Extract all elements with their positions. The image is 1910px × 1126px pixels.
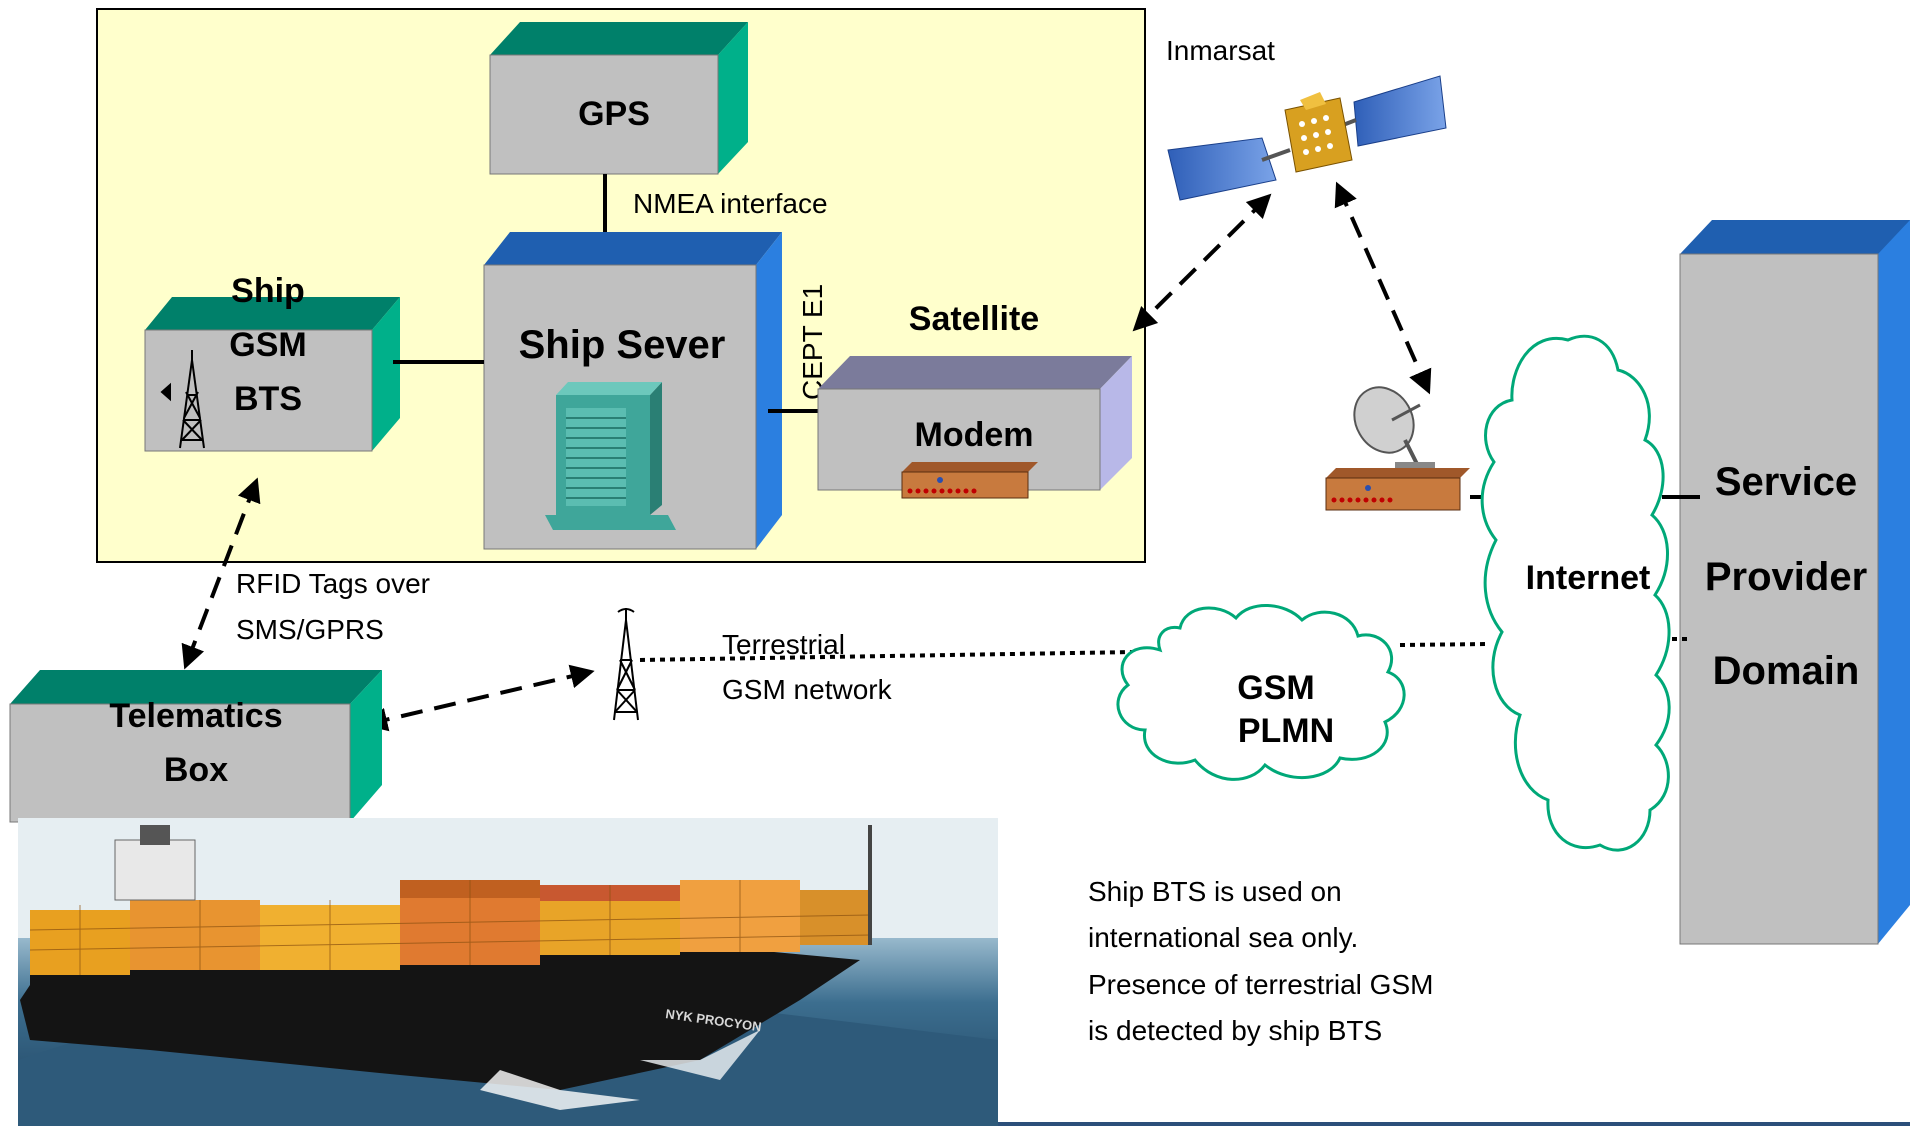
- gps-label: GPS: [578, 95, 650, 133]
- telematics-label-1: Telematics: [109, 697, 282, 735]
- satellite-modem-box: Satellite Modem: [817, 300, 1132, 499]
- nmea-label: NMEA interface: [633, 188, 828, 219]
- internet-cloud: Internet: [1480, 334, 1671, 852]
- server-tower-icon: [545, 382, 676, 530]
- telematics-tower-link: [363, 664, 595, 732]
- terrestrial-tower-icon: [613, 608, 639, 721]
- containers: [29, 880, 871, 975]
- ship-gsm-bts-label-2: GSM: [229, 326, 306, 364]
- inmarsat-label: Inmarsat: [1166, 35, 1275, 66]
- gsm-plmn-label-2: PLMN: [1238, 712, 1334, 750]
- service-provider-label-2: Provider: [1705, 555, 1867, 599]
- terrestrial-gsm-line: [639, 650, 1136, 662]
- terrestrial-label-1: Terrestrial: [722, 629, 845, 660]
- gsm-plmn-label-1: GSM: [1237, 669, 1314, 707]
- ship-gsm-bts-box: Ship GSM BTS: [144, 272, 400, 452]
- ground-station-dish-icon: [1325, 386, 1470, 511]
- ship-server-box: Ship Sever: [483, 232, 782, 550]
- bts-antenna-icon: [160, 350, 205, 449]
- ship-server-label: Ship Sever: [519, 323, 726, 367]
- terrestrial-label-2: GSM network: [722, 674, 893, 705]
- modem-label: Modem: [915, 416, 1034, 454]
- ship-gsm-bts-label-1: Ship: [231, 272, 305, 310]
- internet-label: Internet: [1526, 559, 1651, 597]
- rfid-label-1: RFID Tags over: [236, 568, 430, 599]
- satellite-modem-link: [1132, 193, 1272, 332]
- satellite-ground-link: [1334, 181, 1432, 395]
- cept-label: CEPT E1: [797, 284, 828, 400]
- gsm-plmn-cloud: GSM PLMN: [1116, 604, 1406, 781]
- ship-gsm-bts-label-3: BTS: [234, 380, 302, 418]
- note-line-3: Presence of terrestrial GSM: [1088, 969, 1433, 1000]
- note-line-2: international sea only.: [1088, 922, 1358, 953]
- bottom-band: [998, 1122, 1910, 1126]
- telematics-box: Telematics Box: [9, 670, 382, 823]
- rfid-label-2: SMS/GPRS: [236, 614, 384, 645]
- service-provider-label-1: Service: [1715, 460, 1857, 504]
- modem-icon: [901, 462, 1038, 499]
- note-line-4: is detected by ship BTS: [1088, 1015, 1382, 1046]
- service-provider-label-3: Domain: [1713, 649, 1860, 693]
- inmarsat-satellite-icon: [1167, 75, 1447, 201]
- note-line-1: Ship BTS is used on: [1088, 876, 1342, 907]
- plmn-internet-line: [1399, 642, 1491, 647]
- gps-box: GPS: [489, 22, 748, 175]
- satellite-label: Satellite: [909, 300, 1039, 338]
- container-ship-photo: NYK PROCYON: [18, 818, 998, 1126]
- service-provider-box: Service Provider Domain: [1679, 220, 1910, 945]
- telematics-label-2: Box: [164, 751, 228, 789]
